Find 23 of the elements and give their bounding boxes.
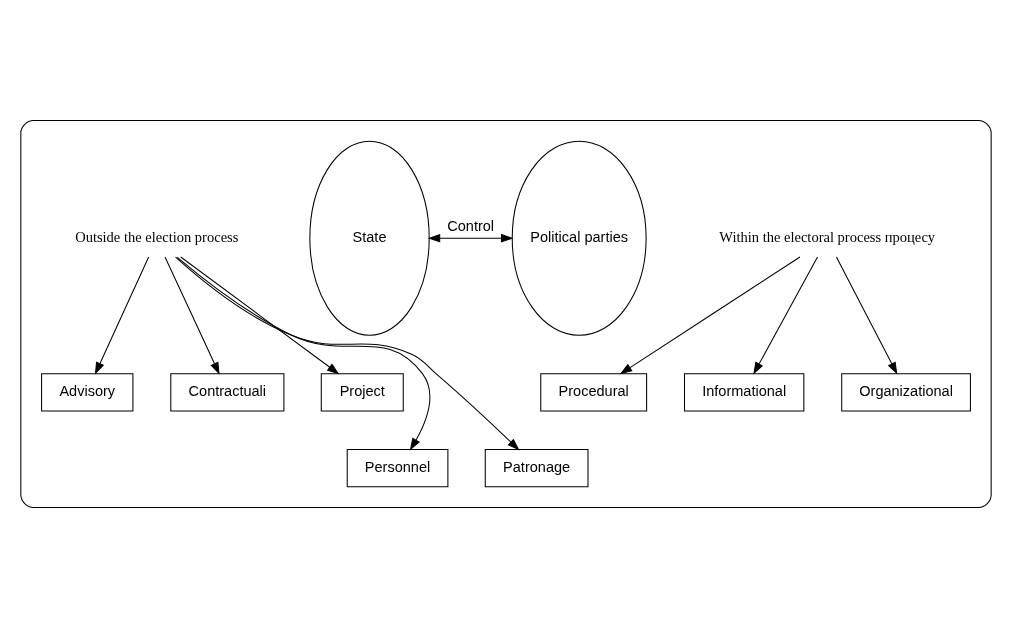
arrow	[619, 256, 801, 374]
arrow	[835, 256, 898, 375]
node-box: Personnel	[346, 448, 449, 487]
arrow	[753, 256, 819, 375]
cluster	[20, 119, 992, 508]
node-box: Advisory	[41, 372, 134, 412]
node-ellipse: State	[309, 140, 430, 336]
node-box: Project	[320, 372, 404, 412]
node-box: Procedural	[540, 372, 648, 412]
arrow	[175, 256, 520, 450]
arrow	[176, 256, 431, 451]
node-box: Organizational	[841, 372, 971, 412]
node-text: Outside the election process	[75, 228, 239, 245]
arrow	[94, 256, 150, 375]
node-box: Contractuali	[170, 372, 285, 412]
edge-label: Control	[447, 217, 495, 234]
node-box: Patronage	[484, 448, 589, 487]
node-ellipse: Political parties	[511, 140, 647, 336]
node-text: Within the electoral process процесу	[719, 228, 936, 245]
arrow	[164, 256, 220, 375]
arrow	[180, 256, 340, 374]
arrow	[427, 233, 514, 243]
node-box: Informational	[684, 372, 805, 412]
